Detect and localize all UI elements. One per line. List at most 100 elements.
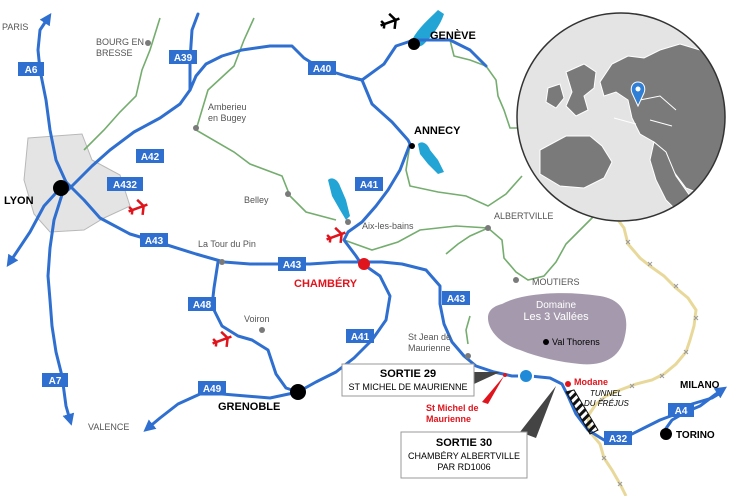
shield-a432: A432 [107, 177, 143, 191]
shield-a7: A7 [42, 373, 68, 387]
shield-a43-west: A43 [140, 233, 168, 247]
svg-text:A49: A49 [203, 384, 222, 395]
lake-bourget [328, 178, 350, 220]
label-bourg-2: BRESSE [96, 48, 133, 58]
shield-a41-north: A41 [355, 177, 383, 191]
city-dot-icon [345, 219, 351, 225]
city-dot-icon [285, 191, 291, 197]
city-dot-icon [290, 384, 306, 400]
label-valthorens: Val Thorens [552, 337, 600, 347]
shield-a32: A32 [604, 431, 632, 445]
label-aix: Aix-les-bains [362, 221, 414, 231]
shield-a39: A39 [169, 50, 197, 64]
shield-a49: A49 [198, 381, 226, 395]
label-orelle: Orelle [510, 354, 547, 369]
svg-text:A48: A48 [193, 300, 212, 311]
svg-text:A43: A43 [447, 294, 466, 305]
inset-locator-map [516, 12, 726, 222]
shield-a6: A6 [18, 62, 44, 76]
label-chambery: CHAMBÉRY [294, 277, 358, 290]
svg-text:A41: A41 [351, 332, 370, 343]
svg-text:A432: A432 [113, 180, 137, 191]
inset-land [599, 43, 725, 197]
label-stjean-1: St Jean de [408, 332, 451, 342]
place-labels: PARIS BOURG EN BRESSE GENÈVE Amberieu en… [2, 22, 720, 441]
label-paris: PARIS [2, 22, 28, 32]
shield-a40: A40 [308, 61, 336, 75]
st-michel-pointer [482, 376, 504, 404]
shield-a42: A42 [136, 149, 164, 163]
city-dot-icon [409, 143, 415, 149]
label-geneve: GENÈVE [430, 29, 476, 42]
label-valence: VALENCE [88, 422, 129, 432]
airplane-icon [326, 226, 346, 243]
label-grenoble: GRENOBLE [218, 401, 280, 413]
city-dot-icon [485, 225, 491, 231]
label-bourg-1: BOURG EN [96, 37, 144, 47]
city-dot-icon [219, 259, 225, 265]
svg-text:A43: A43 [283, 260, 302, 271]
label-modane: Modane [574, 377, 608, 387]
lake-geneve [412, 10, 444, 47]
tunnel-frejus [565, 389, 599, 435]
label-tunnel-1: TUNNEL [590, 389, 622, 398]
shield-a48: A48 [188, 297, 216, 311]
lake-annecy [418, 142, 444, 174]
inset-land [545, 83, 565, 109]
label-belley: Belley [244, 195, 269, 205]
orelle-marker [518, 368, 534, 384]
svg-text:A41: A41 [360, 180, 379, 191]
city-dot-icon [259, 327, 265, 333]
label-domaine-1: Domaine [536, 300, 576, 311]
svg-text:A43: A43 [145, 236, 164, 247]
airplane-icon [212, 330, 232, 347]
label-tunnel-2: DU FRÉJUS [584, 399, 630, 408]
label-lyon: LYON [4, 195, 34, 207]
svg-text:CHAMBÉRY ALBERTVILLE: CHAMBÉRY ALBERTVILLE [408, 451, 520, 461]
road-shields: A6 A39 A40 A42 A432 A41 A43 A43 A43 A48 … [18, 50, 694, 445]
city-dot-icon [193, 125, 199, 131]
city-dot-icon [465, 353, 471, 359]
label-voiron: Voiron [244, 314, 270, 324]
svg-text:PAR RD1006: PAR RD1006 [437, 462, 490, 472]
label-stmichel-2: Maurienne [426, 414, 471, 424]
svg-text:A42: A42 [141, 152, 160, 163]
shield-a43-mid: A43 [278, 257, 306, 271]
svg-text:SORTIE 30: SORTIE 30 [436, 437, 492, 449]
domaine-3-vallees-area [488, 293, 627, 365]
label-amberieu-2: en Bugey [208, 113, 247, 123]
label-albertville: ALBERTVILLE [494, 211, 553, 221]
svg-text:A39: A39 [174, 53, 193, 64]
svg-text:A4: A4 [675, 406, 688, 417]
city-dot-icon [145, 40, 151, 46]
svg-text:A6: A6 [25, 65, 38, 76]
label-latour: La Tour du Pin [198, 239, 256, 249]
svg-text:A32: A32 [609, 434, 628, 445]
airplane-icon [128, 198, 148, 215]
label-domaine-2: Les 3 Vallées [523, 311, 589, 323]
label-moutiers: MOUTIERS [532, 277, 580, 287]
label-stjean-2: Maurienne [408, 343, 451, 353]
svg-text:SORTIE 29: SORTIE 29 [380, 368, 436, 380]
city-dot-icon [660, 428, 672, 440]
airplane-icon [380, 12, 400, 29]
label-amberieu-1: Amberieu [208, 102, 247, 112]
sortie-30-callout: SORTIE 30 CHAMBÉRY ALBERTVILLE PAR RD100… [400, 386, 556, 479]
inset-land [539, 135, 613, 189]
label-annecy: ANNECY [414, 125, 461, 137]
secondary-roads [83, 17, 597, 345]
city-markers [53, 38, 672, 440]
city-dot-icon [408, 38, 420, 50]
inset-land [565, 63, 597, 117]
st-michel-marker [503, 373, 507, 377]
label-milano: MILANO [680, 380, 720, 391]
city-dot-icon [53, 180, 69, 196]
svg-text:ST MICHEL DE MAURIENNE: ST MICHEL DE MAURIENNE [348, 382, 467, 392]
shield-a41-south: A41 [346, 329, 374, 343]
map-pin-icon [630, 81, 646, 108]
shield-a43-east: A43 [442, 291, 470, 305]
svg-text:A7: A7 [49, 376, 62, 387]
city-dot-icon [513, 277, 519, 283]
city-dot-icon [358, 258, 370, 270]
